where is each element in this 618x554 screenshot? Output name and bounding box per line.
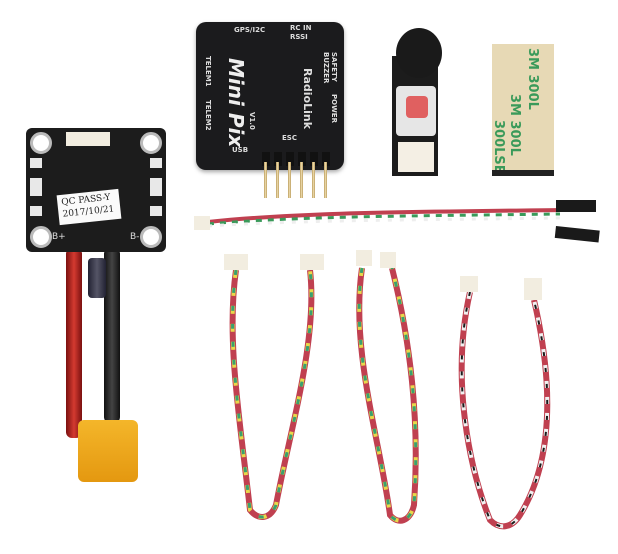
mount-hole bbox=[30, 132, 52, 154]
pin-metal bbox=[312, 162, 315, 198]
buzzer-disc bbox=[396, 28, 442, 78]
pin-metal bbox=[300, 162, 303, 198]
esc-pin-2 bbox=[274, 152, 282, 166]
usb-label: USB bbox=[232, 146, 249, 154]
solder-pad bbox=[30, 206, 42, 216]
jst-connector bbox=[66, 132, 110, 146]
buzzer-label: BUZZER bbox=[322, 52, 330, 84]
3m-mounting-tape: 3M 300L 3M 300L 300LSE bbox=[491, 44, 554, 176]
esc-pin-1 bbox=[262, 152, 270, 166]
rc-in-label: RC IN bbox=[290, 24, 312, 32]
gps-label: GPS/I2C bbox=[234, 26, 266, 34]
solder-pad bbox=[150, 158, 162, 168]
b-minus-label: B- bbox=[130, 232, 140, 242]
esc-label: ESC bbox=[282, 134, 297, 142]
telem1-label: TELEM1 bbox=[204, 56, 212, 87]
solder-pad bbox=[30, 178, 42, 196]
esc-pin-6 bbox=[322, 152, 330, 166]
tape-edge bbox=[492, 170, 554, 176]
buzzer-connector bbox=[398, 142, 434, 172]
pin-metal bbox=[324, 162, 327, 198]
version-label: V1.0 bbox=[248, 112, 256, 130]
solder-pad bbox=[150, 178, 162, 196]
safety-button bbox=[406, 96, 428, 118]
black-power-wire bbox=[104, 248, 120, 423]
safety-label: SAFETY bbox=[330, 52, 338, 82]
qc-sticker: QC PASS-Y 2017/10/21 bbox=[56, 188, 122, 226]
pin-metal bbox=[276, 162, 279, 198]
xt60-connector bbox=[78, 420, 138, 482]
pin-metal bbox=[288, 162, 291, 198]
tape-text-1: 3M 300L bbox=[525, 48, 540, 110]
rssi-label: RSSI bbox=[290, 33, 308, 41]
mount-hole bbox=[140, 226, 162, 248]
capacitor bbox=[88, 258, 106, 298]
b-plus-label: B+ bbox=[52, 232, 66, 242]
tape-text-2: 3M 300L bbox=[507, 94, 522, 156]
power-label: POWER bbox=[330, 94, 338, 123]
mount-hole bbox=[30, 226, 52, 248]
esc-pin-4 bbox=[298, 152, 306, 166]
mount-hole bbox=[140, 132, 162, 154]
esc-pin-3 bbox=[286, 152, 294, 166]
product-name: Mini Pix bbox=[224, 58, 248, 148]
pin-metal bbox=[264, 162, 267, 198]
solder-pad bbox=[150, 206, 162, 216]
esc-pin-5 bbox=[310, 152, 318, 166]
tape-text-3: 300LSE bbox=[491, 120, 506, 174]
power-module-board: QC PASS-Y 2017/10/21 B+ B- bbox=[26, 128, 166, 252]
red-power-wire bbox=[66, 248, 82, 438]
telem2-label: TELEM2 bbox=[204, 100, 212, 131]
solder-pad bbox=[30, 158, 42, 168]
mini-pix-flight-controller: GPS/I2C RC IN RSSI TELEM1 TELEM2 SAFETY … bbox=[196, 22, 344, 198]
buzzer-safety-switch bbox=[392, 28, 444, 178]
brand-name: RadioLink bbox=[301, 68, 314, 130]
